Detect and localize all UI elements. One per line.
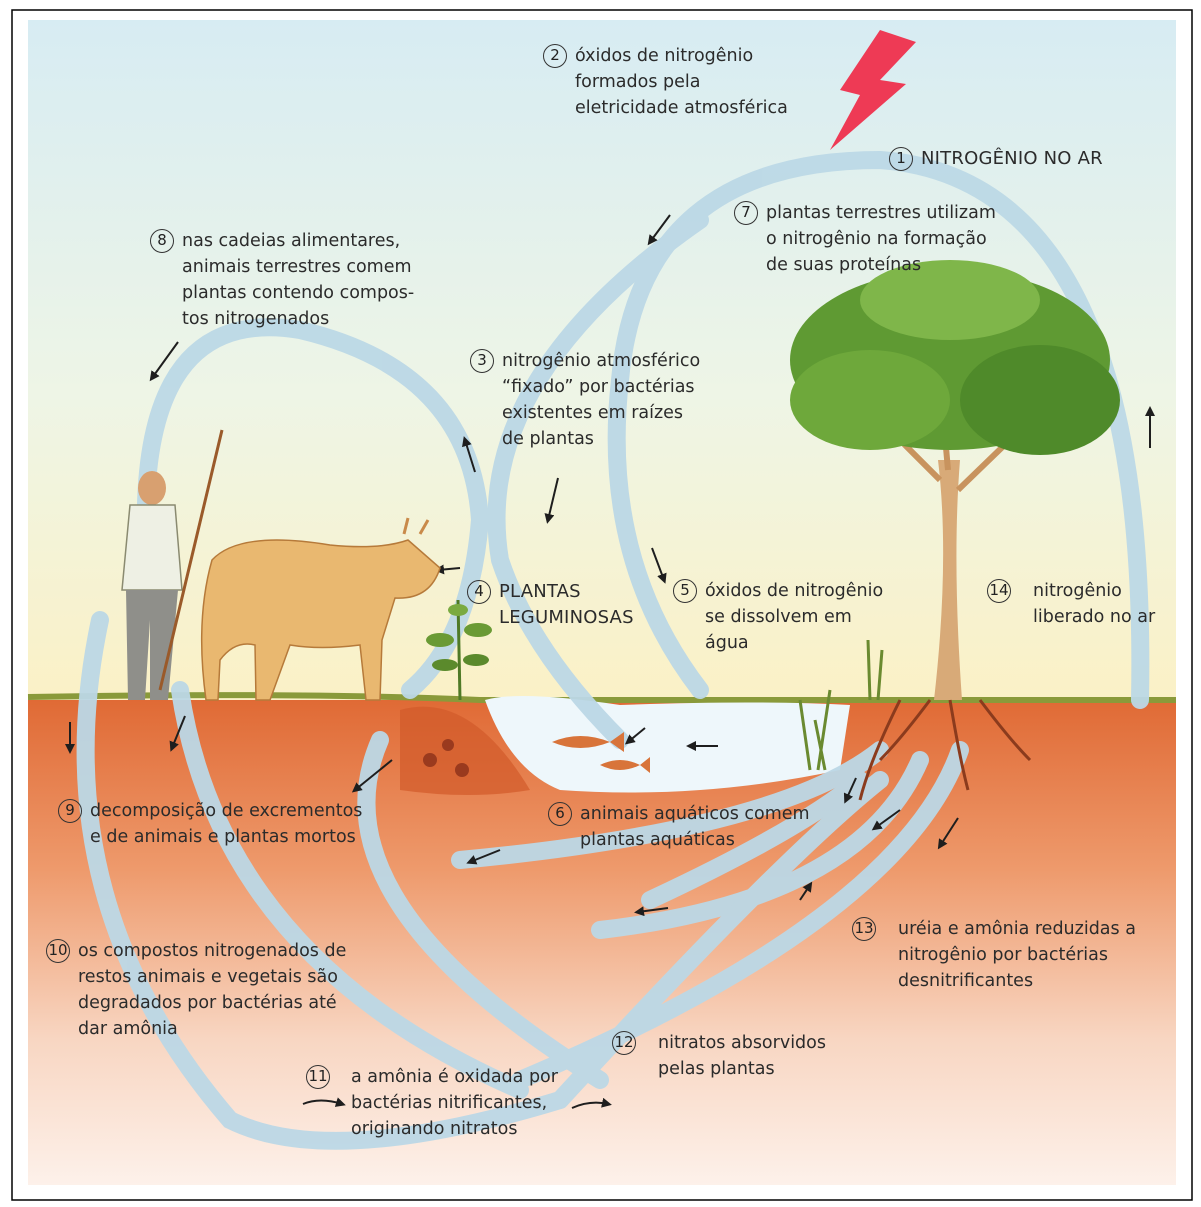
label-line: decomposição de excrementos [90, 798, 362, 824]
label-line: de suas proteínas [766, 252, 996, 278]
label-line: plantas contendo compos- [182, 280, 414, 306]
pond [485, 696, 850, 793]
label-line: existentes em raízes [502, 400, 700, 426]
label-line: se dissolvem em [705, 604, 883, 630]
label-line: óxidos de nitrogênio [705, 578, 883, 604]
label-line: nitrogênio atmosférico [502, 348, 700, 374]
step-number: 3 [470, 349, 494, 373]
label-5: 5 óxidos de nitrogênio se dissolvem em á… [673, 578, 883, 656]
label-12: 12 nitratos absorvidos pelas plantas [612, 1030, 826, 1082]
step-number: 14 [987, 579, 1011, 603]
step-number: 6 [548, 802, 572, 826]
label-line: formados pela [575, 69, 788, 95]
step-number: 2 [543, 44, 567, 68]
label-line: LEGUMINOSAS [499, 605, 634, 631]
label-line: NITROGÊNIO NO AR [921, 146, 1103, 172]
label-line: óxidos de nitrogênio [575, 43, 788, 69]
label-line: eletricidade atmosférica [575, 95, 788, 121]
label-line: animais aquáticos comem [580, 801, 810, 827]
label-3: 3 nitrogênio atmosférico “fixado” por ba… [470, 348, 700, 452]
step-number: 1 [889, 147, 913, 171]
step-number: 4 [467, 580, 491, 604]
label-line: desnitrificantes [898, 968, 1136, 994]
label-4: 4 PLANTAS LEGUMINOSAS [467, 579, 634, 631]
label-13: 13 uréia e amônia reduzidas a nitrogênio… [852, 916, 1136, 994]
label-line: os compostos nitrogenados de [78, 938, 346, 964]
label-line: nitrogênio por bactérias [898, 942, 1136, 968]
label-line: dar amônia [78, 1016, 346, 1042]
label-line: pelas plantas [658, 1056, 826, 1082]
label-line: PLANTAS [499, 579, 634, 605]
label-8: 8 nas cadeias alimentares, animais terre… [150, 228, 414, 332]
label-line: plantas aquáticas [580, 827, 810, 853]
label-line: liberado no ar [1033, 604, 1155, 630]
label-line: restos animais e vegetais são [78, 964, 346, 990]
step-number: 10 [46, 939, 70, 963]
label-6: 6 animais aquáticos comem plantas aquáti… [548, 801, 810, 853]
label-line: uréia e amônia reduzidas a [898, 916, 1136, 942]
label-11: 11 a amônia é oxidada por bactérias nitr… [306, 1064, 558, 1142]
step-number: 9 [58, 799, 82, 823]
label-line: nitrogênio [1033, 578, 1155, 604]
label-line: nas cadeias alimentares, [182, 228, 414, 254]
label-7: 7 plantas terrestres utilizam o nitrogên… [734, 200, 996, 278]
step-number: 5 [673, 579, 697, 603]
label-14: 14 nitrogênio liberado no ar [987, 578, 1155, 630]
label-line: bactérias nitrificantes, [351, 1090, 558, 1116]
label-line: de plantas [502, 426, 700, 452]
label-2: 2 óxidos de nitrogênio formados pela ele… [543, 43, 788, 121]
label-10: 10 os compostos nitrogenados de restos a… [46, 938, 346, 1042]
step-number: 12 [612, 1031, 636, 1055]
label-line: e de animais e plantas mortos [90, 824, 362, 850]
step-number: 8 [150, 229, 174, 253]
step-number: 13 [852, 917, 876, 941]
step-number: 11 [306, 1065, 330, 1089]
step-number: 7 [734, 201, 758, 225]
label-line: originando nitratos [351, 1116, 558, 1142]
label-line: o nitrogênio na formação [766, 226, 996, 252]
label-line: animais terrestres comem [182, 254, 414, 280]
label-line: água [705, 630, 883, 656]
label-line: nitratos absorvidos [658, 1030, 826, 1056]
label-line: “fixado” por bactérias [502, 374, 700, 400]
label-line: tos nitrogenados [182, 306, 414, 332]
label-1: 1 NITROGÊNIO NO AR [889, 146, 1103, 172]
label-line: degradados por bactérias até [78, 990, 346, 1016]
label-line: a amônia é oxidada por [351, 1064, 558, 1090]
label-9: 9 decomposição de excrementos e de anima… [58, 798, 362, 850]
label-line: plantas terrestres utilizam [766, 200, 996, 226]
